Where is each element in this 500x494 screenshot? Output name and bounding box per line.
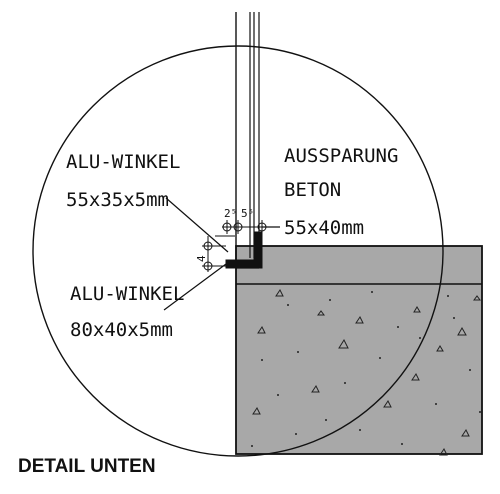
label-beton: BETON bbox=[284, 179, 341, 201]
leader-alu-winkel-bottom bbox=[163, 263, 227, 311]
label-alu-winkel-top: ALU-WINKEL bbox=[66, 151, 180, 173]
concrete-aggregate bbox=[252, 289, 481, 456]
dimension-lines bbox=[202, 220, 267, 272]
dim-label-25: 2⁵ bbox=[224, 207, 237, 220]
concrete-dots bbox=[251, 291, 481, 447]
label-aussparung-size: 55x40mm bbox=[284, 217, 364, 239]
dim-label-4: 4 bbox=[195, 255, 208, 262]
page-title: DETAIL UNTEN bbox=[18, 456, 156, 477]
label-alu-winkel-bottom: ALU-WINKEL bbox=[70, 283, 184, 305]
detail-circle bbox=[32, 45, 444, 457]
glass-panel bbox=[235, 12, 260, 269]
label-alu-winkel-top-size: 55x35x5mm bbox=[66, 189, 169, 211]
dim-label-5: 5⁵ bbox=[241, 207, 254, 220]
label-aussparung: AUSSPARUNG bbox=[284, 145, 398, 167]
concrete-slab bbox=[235, 245, 483, 455]
leader-alu-winkel-top bbox=[165, 197, 229, 253]
label-alu-winkel-bottom-size: 80x40x5mm bbox=[70, 319, 173, 341]
